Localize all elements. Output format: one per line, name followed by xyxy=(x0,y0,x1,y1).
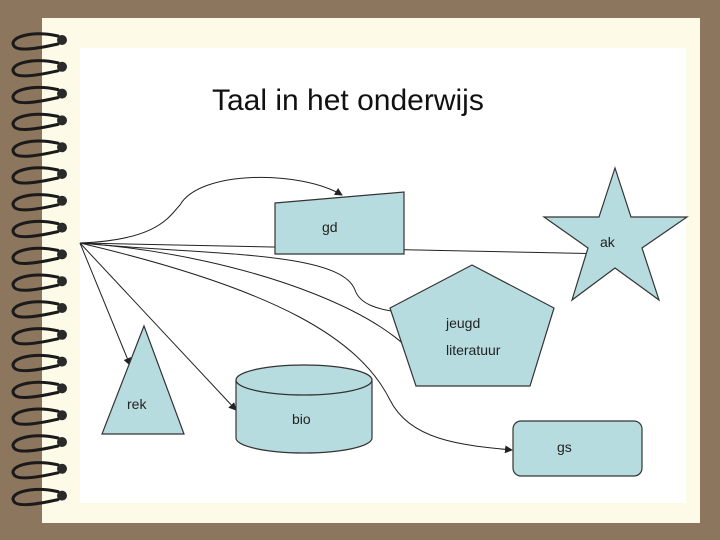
spiral-hole xyxy=(57,383,67,394)
spiral-ring xyxy=(11,461,60,480)
spiral-binding xyxy=(11,32,67,507)
node-ak: ak xyxy=(542,166,689,302)
spiral-hole xyxy=(57,195,67,206)
spiral-hole xyxy=(57,222,67,233)
spiral-ring xyxy=(11,327,60,346)
node-bio: bio xyxy=(235,364,373,454)
spiral-hole xyxy=(57,115,67,126)
spiral-ring xyxy=(11,166,60,185)
spiral-hole xyxy=(57,329,67,340)
spiral-ring xyxy=(11,300,60,319)
spiral-ring xyxy=(11,86,60,105)
node-gd: gd xyxy=(274,191,405,255)
spiral-hole xyxy=(57,490,67,501)
spiral-ring xyxy=(11,246,60,265)
spiral-hole xyxy=(57,88,67,99)
spiral-hole xyxy=(57,35,67,45)
spiral-hole xyxy=(57,276,67,287)
spiral-ring xyxy=(11,434,60,453)
node-jeugd-label-1: jeugd xyxy=(445,315,480,331)
spiral-hole xyxy=(57,249,67,260)
spiral-ring xyxy=(11,354,60,373)
node-jeugd-literatuur: jeugd literatuur xyxy=(389,264,555,387)
spiral-ring xyxy=(11,407,60,426)
node-gd-label: gd xyxy=(322,219,338,235)
spiral-ring xyxy=(11,273,60,292)
node-bio-label: bio xyxy=(292,411,311,427)
spiral-hole xyxy=(57,463,67,474)
arrow-to-gs xyxy=(79,242,513,454)
node-ak-label: ak xyxy=(600,234,616,250)
spiral-hole xyxy=(57,169,67,179)
spiral-hole xyxy=(57,61,67,72)
node-rek-label: rek xyxy=(127,396,147,412)
spiral-hole xyxy=(57,142,67,153)
spiral-ring xyxy=(11,220,60,239)
spiral-ring xyxy=(11,32,60,51)
arrow-to-rek xyxy=(79,242,132,366)
spiral-ring xyxy=(11,112,60,131)
node-jeugd-label-2: literatuur xyxy=(446,342,501,358)
arrow-to-gd xyxy=(79,176,343,244)
arrow-to-bio xyxy=(79,242,237,411)
arrow-to-jeugd xyxy=(79,242,401,313)
spiral-hole xyxy=(57,356,67,367)
slide-title: Taal in het onderwijs xyxy=(212,84,484,117)
spiral-hole xyxy=(57,437,67,447)
spiral-ring xyxy=(11,193,60,212)
spiral-hole xyxy=(57,410,67,421)
spiral-ring xyxy=(11,139,60,158)
connectors xyxy=(79,176,613,454)
node-gs-label: gs xyxy=(557,439,572,455)
spiral-ring xyxy=(11,59,60,78)
spiral-hole xyxy=(57,303,67,313)
node-rek: rek xyxy=(101,324,185,435)
node-gs: gs xyxy=(512,420,643,477)
spiral-ring xyxy=(11,488,60,507)
spiral-ring xyxy=(11,380,60,399)
